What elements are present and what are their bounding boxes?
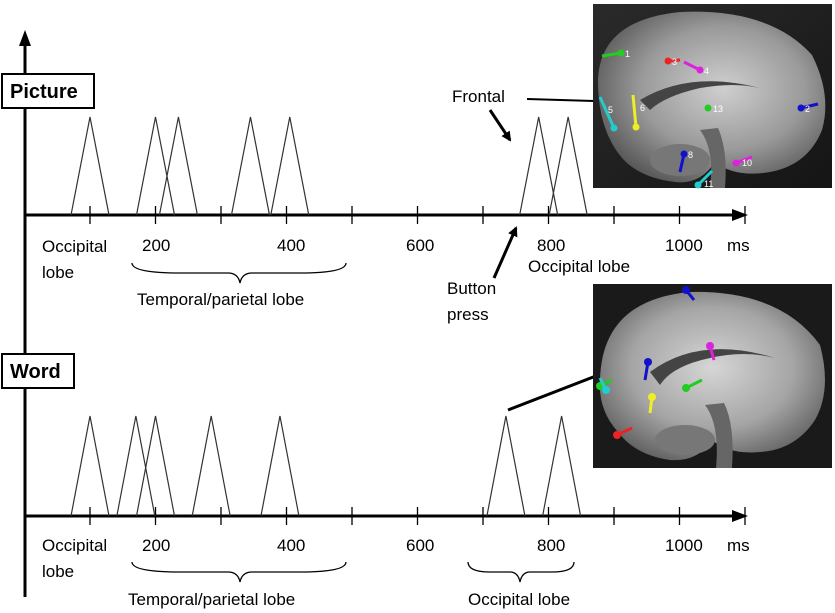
peak-triangle [260, 415, 300, 517]
word-marker-yellow [648, 393, 656, 401]
brain-marker-dot [696, 66, 704, 74]
brain-marker-number: 13 [713, 104, 723, 114]
word-occipital-brace [467, 561, 575, 583]
peak-triangle [542, 415, 582, 517]
picture-frontal-pointer [488, 109, 512, 142]
picture-temporal-label: Temporal/parietal lobe [137, 290, 304, 309]
picture-axis-unit: ms [727, 236, 750, 255]
brain-marker-dot [797, 104, 805, 112]
word-time-axis-arrowhead [732, 510, 748, 522]
word-axis-ticks [89, 507, 746, 525]
picture-occipital-left-1: Occipital [42, 237, 107, 256]
word-marker-magenta [706, 342, 714, 350]
picture-brain-markers: 1 4 3 5 6 13 2 8 10 11 [598, 49, 819, 189]
peak-triangle [70, 116, 110, 216]
picture-brain-stem [700, 128, 726, 188]
word-marker-blue-top [682, 286, 690, 294]
word-tick-200: 200 [142, 536, 170, 555]
picture-brain-cortex [598, 11, 826, 183]
picture-time-axis-arrowhead [732, 209, 748, 221]
word-label: Word [10, 361, 61, 383]
word-tick-1000: 1000 [665, 536, 703, 555]
brain-marker-stalk [598, 96, 616, 129]
picture-panel: Picture 200 400 600 800 1000 ms Occipita… [1, 4, 832, 324]
word-panel: Word 200 400 600 800 1000 ms Occipital l… [1, 284, 832, 609]
word-brain-stem [705, 403, 733, 468]
word-marker-blue-mid [644, 358, 652, 366]
picture-tick-600: 600 [406, 236, 434, 255]
brain-marker-number: 1 [625, 49, 630, 59]
peak-triangle [270, 116, 310, 216]
peak-triangle [519, 116, 559, 216]
brain-marker-number: 5 [608, 105, 613, 115]
picture-brain-cerebellum [650, 144, 710, 176]
brain-marker-number: 2 [805, 104, 810, 114]
picture-label-box [1, 73, 95, 109]
picture-brain-image: 1 4 3 5 6 13 2 8 10 11 [593, 4, 832, 189]
picture-frontal-label: Frontal [452, 87, 505, 106]
brain-marker-dot [680, 150, 688, 158]
word-marker-cyan [602, 386, 610, 394]
brain-marker-number: 6 [640, 103, 645, 113]
word-tick-400: 400 [277, 536, 305, 555]
brain-marker-dot [694, 181, 702, 189]
word-occipital-left-1: Occipital [42, 536, 107, 555]
brain-marker-dot [704, 104, 712, 112]
picture-button-arrow [492, 226, 518, 279]
peak-triangle [135, 415, 176, 517]
peak-triangle [70, 415, 110, 517]
word-brain-cortex [599, 291, 825, 461]
brain-marker-dot [617, 49, 625, 57]
peak-triangle [486, 415, 526, 517]
picture-brain-corpus [640, 81, 760, 110]
picture-tick-200: 200 [142, 236, 170, 255]
peak-triangle [548, 116, 588, 216]
brain-marker-number: 4 [704, 66, 709, 76]
picture-tick-1000: 1000 [665, 236, 703, 255]
picture-button-label-1: Button [447, 279, 496, 298]
brain-marker-number: 8 [688, 150, 693, 160]
brain-marker-number: 10 [742, 158, 752, 168]
peak-triangle [158, 116, 199, 216]
word-marker-red [613, 431, 621, 439]
brain-marker-stalk [631, 94, 638, 128]
word-brain-corpus [650, 349, 775, 385]
picture-button-label-2: press [447, 305, 489, 324]
peak-triangle [230, 116, 271, 216]
picture-axis-ticks [89, 206, 746, 224]
word-temporal-label: Temporal/parietal lobe [128, 590, 295, 609]
picture-label: Picture [10, 81, 78, 103]
word-label-box [1, 353, 75, 389]
brain-marker-dot [610, 124, 618, 132]
picture-tick-800: 800 [537, 236, 565, 255]
word-peaks [70, 415, 582, 517]
brain-marker-dot [632, 123, 640, 131]
peak-triangle [191, 415, 231, 517]
picture-peaks [70, 116, 588, 216]
peak-triangle [135, 116, 176, 216]
picture-tick-400: 400 [277, 236, 305, 255]
word-tick-600: 600 [406, 536, 434, 555]
word-occipital-right: Occipital lobe [468, 590, 570, 609]
peak-triangle [116, 415, 156, 517]
picture-occipital-left-2: lobe [42, 263, 74, 282]
word-marker-green-right [682, 384, 690, 392]
picture-occipital-right: Occipital lobe [528, 257, 630, 276]
word-temporal-brace [131, 561, 347, 583]
word-brain-cerebellum [655, 425, 715, 455]
brain-marker-number: 3 [672, 57, 677, 67]
brain-marker-number: 11 [704, 179, 713, 189]
picture-temporal-brace [131, 262, 347, 284]
word-tick-800: 800 [537, 536, 565, 555]
brain-marker-dot [732, 159, 740, 167]
word-brain-image [593, 284, 832, 468]
word-occipital-left-2: lobe [42, 562, 74, 581]
vertical-axis-arrowhead [19, 30, 31, 46]
brain-marker-dot [664, 57, 672, 65]
word-axis-unit: ms [727, 536, 750, 555]
